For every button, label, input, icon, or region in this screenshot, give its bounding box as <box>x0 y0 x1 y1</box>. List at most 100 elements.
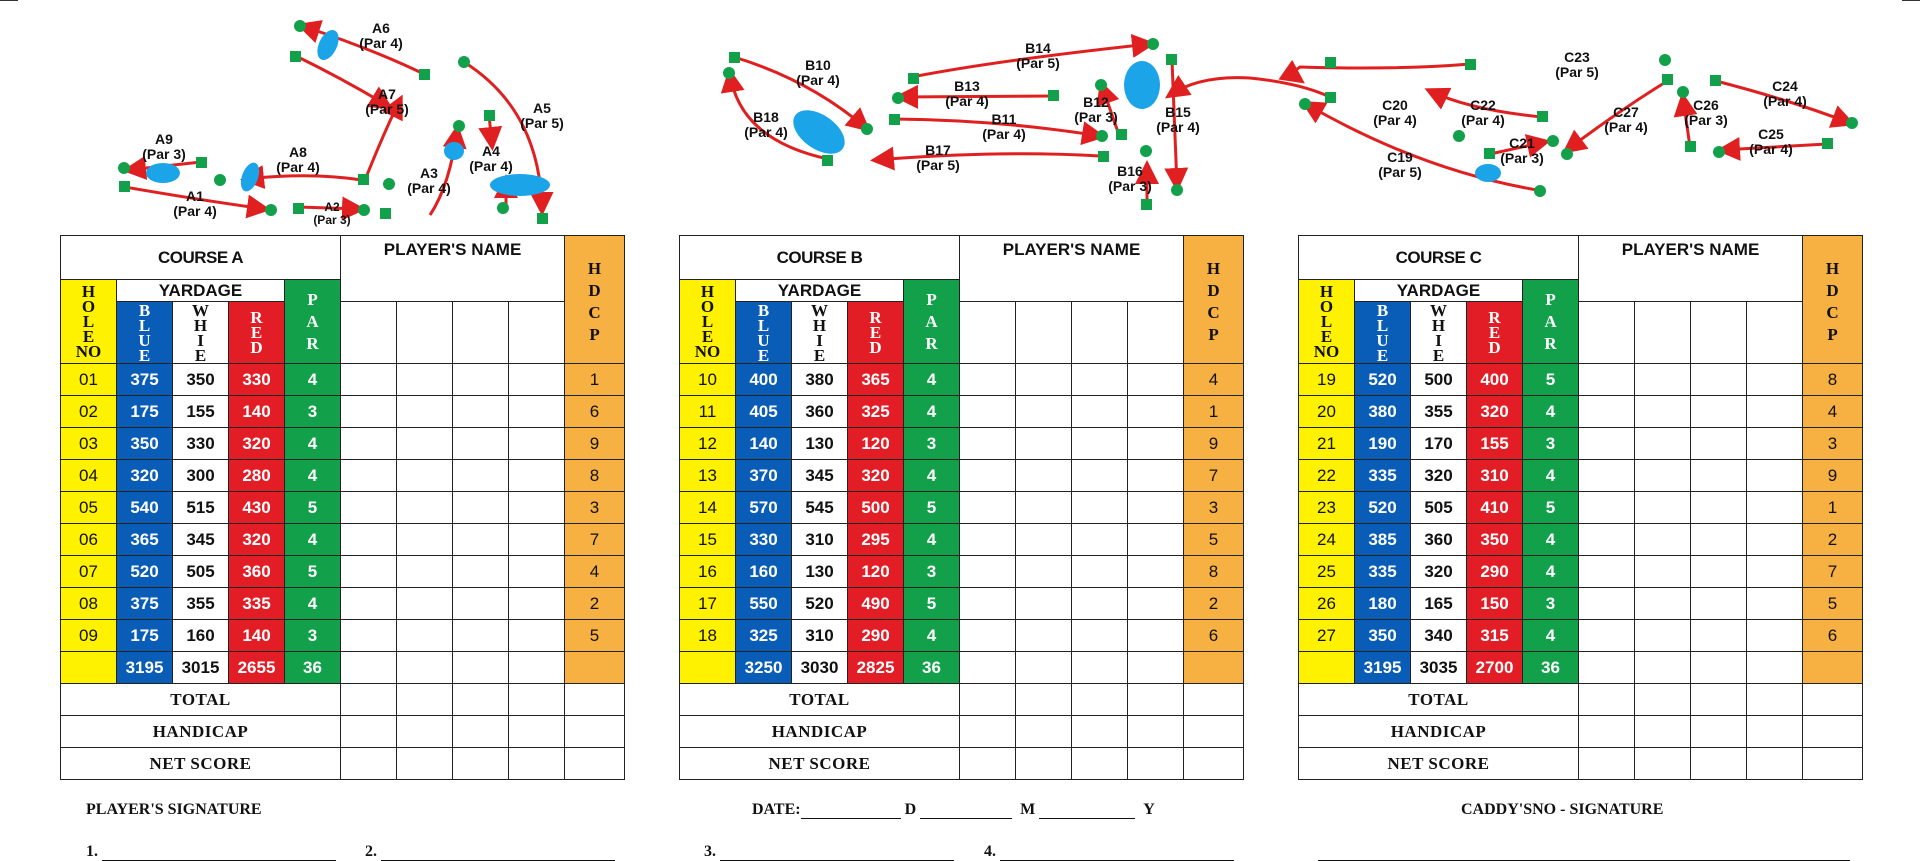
score-cell[interactable] <box>959 619 1017 652</box>
score-cell[interactable] <box>508 427 566 460</box>
score-cell[interactable] <box>508 491 566 524</box>
signature-line-3[interactable]: 3. <box>704 843 954 861</box>
score-cell[interactable] <box>452 459 510 492</box>
player-name-cell[interactable] <box>959 301 1017 364</box>
player-name-cell[interactable] <box>340 301 398 364</box>
score-cell[interactable] <box>1578 651 1636 684</box>
score-cell[interactable] <box>1127 523 1185 556</box>
score-cell[interactable] <box>1071 459 1129 492</box>
score-cell[interactable] <box>1015 747 1073 780</box>
score-cell[interactable] <box>1183 747 1245 780</box>
score-cell[interactable] <box>959 683 1017 716</box>
score-cell[interactable] <box>1746 683 1804 716</box>
signature-line-2[interactable]: 2. <box>365 843 615 861</box>
score-cell[interactable] <box>340 587 398 620</box>
score-cell[interactable] <box>1071 555 1129 588</box>
score-cell[interactable] <box>1127 715 1185 748</box>
score-cell[interactable] <box>340 683 398 716</box>
score-cell[interactable] <box>1015 587 1073 620</box>
score-cell[interactable] <box>1578 459 1636 492</box>
score-cell[interactable] <box>564 747 626 780</box>
score-cell[interactable] <box>452 587 510 620</box>
player-name-cell[interactable] <box>1746 301 1804 364</box>
score-cell[interactable] <box>1690 587 1748 620</box>
score-cell[interactable] <box>508 683 566 716</box>
score-cell[interactable] <box>340 459 398 492</box>
score-cell[interactable] <box>340 363 398 396</box>
score-cell[interactable] <box>1746 491 1804 524</box>
score-cell[interactable] <box>1578 491 1636 524</box>
score-cell[interactable] <box>1746 555 1804 588</box>
score-cell[interactable] <box>452 491 510 524</box>
score-cell[interactable] <box>508 459 566 492</box>
score-cell[interactable] <box>1127 491 1185 524</box>
score-cell[interactable] <box>1746 587 1804 620</box>
score-cell[interactable] <box>1634 523 1692 556</box>
date-blank[interactable] <box>800 818 901 819</box>
score-cell[interactable] <box>452 427 510 460</box>
score-cell[interactable] <box>340 395 398 428</box>
score-cell[interactable] <box>508 715 566 748</box>
score-cell[interactable] <box>452 619 510 652</box>
score-cell[interactable] <box>1634 491 1692 524</box>
score-cell[interactable] <box>1127 587 1185 620</box>
score-cell[interactable] <box>1071 427 1129 460</box>
player-name-cell[interactable] <box>452 301 510 364</box>
score-cell[interactable] <box>959 459 1017 492</box>
score-cell[interactable] <box>1127 747 1185 780</box>
score-cell[interactable] <box>1578 555 1636 588</box>
score-cell[interactable] <box>452 523 510 556</box>
score-cell[interactable] <box>340 747 398 780</box>
score-cell[interactable] <box>1015 459 1073 492</box>
score-cell[interactable] <box>452 715 510 748</box>
score-cell[interactable] <box>508 747 566 780</box>
score-cell[interactable] <box>1015 683 1073 716</box>
score-cell[interactable] <box>959 715 1017 748</box>
score-cell[interactable] <box>1578 747 1636 780</box>
score-cell[interactable] <box>1183 683 1245 716</box>
score-cell[interactable] <box>1634 427 1692 460</box>
score-cell[interactable] <box>508 395 566 428</box>
day-blank[interactable] <box>920 818 1013 819</box>
score-cell[interactable] <box>1690 619 1748 652</box>
score-cell[interactable] <box>1127 427 1185 460</box>
score-cell[interactable] <box>340 523 398 556</box>
score-cell[interactable] <box>508 555 566 588</box>
signature-line-1[interactable]: 1. <box>86 843 336 861</box>
score-cell[interactable] <box>1634 363 1692 396</box>
score-cell[interactable] <box>564 683 626 716</box>
score-cell[interactable] <box>1690 715 1748 748</box>
score-cell[interactable] <box>1634 555 1692 588</box>
score-cell[interactable] <box>1127 363 1185 396</box>
score-cell[interactable] <box>340 619 398 652</box>
score-cell[interactable] <box>959 523 1017 556</box>
score-cell[interactable] <box>1071 747 1129 780</box>
score-cell[interactable] <box>1634 395 1692 428</box>
score-cell[interactable] <box>508 587 566 620</box>
score-cell[interactable] <box>1690 555 1748 588</box>
player-name-cell[interactable] <box>1634 301 1692 364</box>
score-cell[interactable] <box>452 395 510 428</box>
score-cell[interactable] <box>1690 523 1748 556</box>
score-cell[interactable] <box>396 747 454 780</box>
score-cell[interactable] <box>452 651 510 684</box>
score-cell[interactable] <box>959 395 1017 428</box>
score-cell[interactable] <box>1690 683 1748 716</box>
score-cell[interactable] <box>396 683 454 716</box>
player-name-cell[interactable] <box>1015 301 1073 364</box>
score-cell[interactable] <box>1746 523 1804 556</box>
score-cell[interactable] <box>508 619 566 652</box>
score-cell[interactable] <box>340 491 398 524</box>
player-name-cell[interactable] <box>1578 301 1636 364</box>
score-cell[interactable] <box>1690 459 1748 492</box>
score-cell[interactable] <box>1746 459 1804 492</box>
score-cell[interactable] <box>1578 715 1636 748</box>
player-name-cell[interactable] <box>1071 301 1129 364</box>
score-cell[interactable] <box>1071 587 1129 620</box>
score-cell[interactable] <box>1015 363 1073 396</box>
score-cell[interactable] <box>1690 427 1748 460</box>
score-cell[interactable] <box>1071 363 1129 396</box>
score-cell[interactable] <box>1071 651 1129 684</box>
score-cell[interactable] <box>1071 715 1129 748</box>
score-cell[interactable] <box>1015 555 1073 588</box>
